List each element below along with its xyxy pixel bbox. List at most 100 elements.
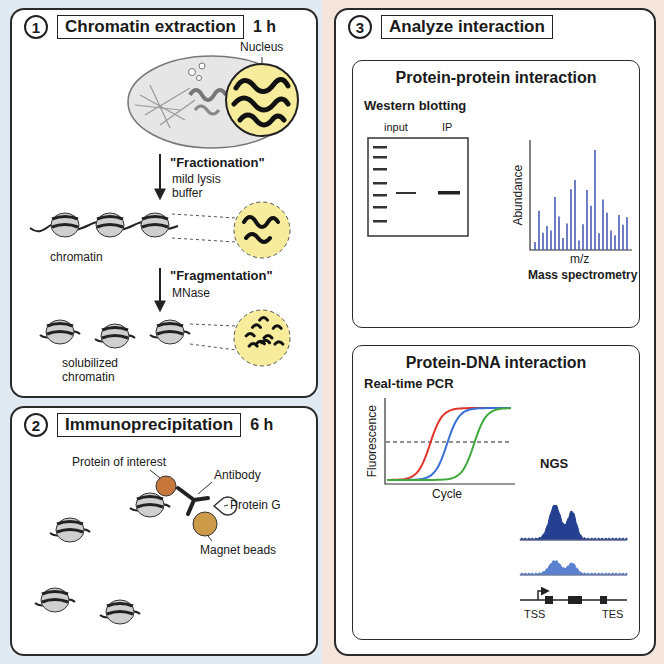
figure-label: Fluorescence — [365, 401, 379, 481]
chromatin-strand — [244, 217, 278, 227]
dna-wrap — [102, 328, 128, 331]
ladder-band — [373, 220, 387, 223]
cytoskeleton — [160, 100, 195, 125]
step-number: 2 — [24, 413, 48, 437]
exon — [568, 596, 582, 604]
panel-header: 3 Analyze interaction — [348, 15, 553, 39]
zoom-line — [172, 238, 236, 242]
step-arrow — [159, 268, 161, 310]
track-baseline — [520, 540, 627, 541]
figure-label: "Fractionation" — [170, 155, 265, 171]
input-band — [396, 192, 416, 194]
dna-wrap — [102, 336, 128, 339]
dna-wrap — [47, 324, 73, 327]
nucleosome — [51, 213, 79, 237]
panel-fill — [352, 60, 640, 328]
figure-label: IP — [442, 121, 452, 134]
spectrum-peak — [546, 226, 547, 250]
chromatin-strand — [234, 98, 288, 110]
figure-label: Protein G — [230, 498, 281, 512]
figure-label: chromatin — [50, 250, 103, 264]
figure-label: Antibody — [214, 468, 261, 482]
dna-wrap — [137, 505, 163, 508]
threshold-line — [386, 442, 512, 443]
spectrum-peak — [566, 223, 567, 250]
spectrum-peak — [606, 213, 607, 250]
dna-wrap — [142, 217, 168, 220]
step-panel: 2 Immunoprecipitation 6 h — [10, 406, 318, 656]
figure-label: input — [384, 121, 408, 134]
vesicle — [189, 69, 196, 76]
step-arrow — [159, 154, 161, 198]
nucleosome — [96, 213, 124, 237]
dna-wrap — [57, 530, 83, 533]
ngs-tracks — [520, 505, 627, 604]
antibody — [178, 488, 208, 514]
step-number: 3 — [348, 15, 372, 39]
figure-label: NGS — [540, 456, 568, 472]
nucleosome — [46, 320, 74, 344]
organelle — [195, 106, 219, 114]
nucleosome — [141, 213, 169, 237]
ladder-band — [373, 194, 387, 197]
nucleosome — [101, 324, 129, 348]
figure-label: m/z — [570, 252, 589, 266]
western-blot — [368, 138, 468, 236]
figure-label: Real-time PCR — [364, 376, 454, 392]
ladder-band — [373, 146, 387, 149]
vesicle — [197, 76, 202, 81]
figure-label: solubilized chromatin — [62, 356, 142, 385]
amplification-curve — [387, 408, 511, 480]
leader-line — [262, 57, 263, 63]
leader-line — [224, 505, 228, 506]
exon — [600, 596, 607, 604]
figure-label: Protein of interest — [72, 455, 166, 469]
dna-wrap — [157, 324, 183, 327]
figure-label: Mass spectrometry — [528, 268, 637, 282]
figure-label: "Fragmentation" — [170, 268, 273, 284]
panel-fill — [10, 8, 318, 398]
axis — [385, 398, 515, 484]
nucleosome — [106, 600, 134, 624]
axis — [530, 140, 632, 250]
mass-spectrum — [530, 140, 632, 250]
panel-header: 2 Immunoprecipitation 6 h — [24, 413, 273, 437]
zoom-circle — [234, 202, 290, 258]
step-duration: 1 h — [253, 18, 276, 36]
panel-fill — [10, 406, 318, 656]
spectrum-peak — [570, 189, 571, 250]
step-title: Chromatin extraction — [57, 15, 244, 39]
chromatin-fragment — [252, 325, 260, 328]
amplification-curve — [387, 408, 511, 480]
spectrum-peak — [626, 217, 627, 250]
step-duration: 6 h — [250, 416, 273, 434]
organelle — [190, 90, 226, 100]
leader-line — [150, 470, 160, 478]
figure-label: mild lysis buffer — [172, 172, 244, 201]
nucleosome — [56, 518, 84, 542]
ladder-band — [373, 182, 387, 185]
dna-wrap — [137, 497, 163, 500]
spectrum-peak — [602, 199, 603, 250]
spectrum-peak — [562, 238, 563, 250]
dna-wrap — [42, 592, 68, 595]
chromatin-extraction-figure — [30, 56, 298, 366]
spectrum-peak — [582, 224, 583, 250]
dna-wrap — [142, 225, 168, 228]
dna-wrap — [42, 600, 68, 603]
dna-wrap — [97, 217, 123, 220]
chromatin-fragment — [264, 336, 272, 339]
pcr-plot — [385, 398, 515, 484]
ip-band — [438, 191, 460, 195]
step-title: Analyze interaction — [381, 15, 553, 39]
leader-line — [208, 536, 212, 541]
ladder-band — [373, 206, 387, 209]
dna-wrap — [107, 604, 133, 607]
step-title: Immunoprecipitation — [57, 413, 241, 437]
zoom-line — [190, 344, 236, 350]
spectrum-peak — [534, 242, 535, 250]
box-title: Protein-protein interaction — [353, 69, 639, 87]
leader-line — [198, 482, 212, 494]
spectrum-peak — [578, 241, 579, 250]
